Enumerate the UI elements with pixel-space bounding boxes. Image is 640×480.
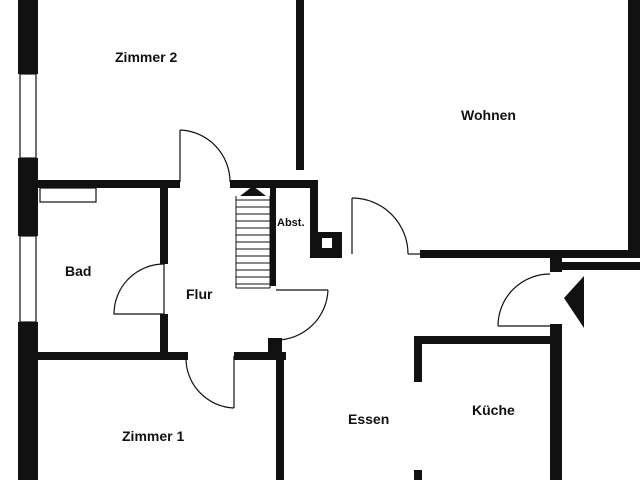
window-bad bbox=[19, 235, 37, 323]
window-zimmer2 bbox=[19, 73, 37, 159]
wall-kueche-left bbox=[414, 336, 422, 382]
wall-left-upper bbox=[18, 0, 38, 74]
chimney-inner bbox=[322, 238, 332, 248]
wall-kueche-left-low bbox=[414, 470, 422, 480]
wall-zimmer1-top-right bbox=[234, 352, 286, 360]
wall-wohnen-bottom bbox=[420, 250, 640, 258]
wall-left-lower bbox=[18, 322, 38, 480]
door-wohnen bbox=[351, 197, 420, 255]
wall-bad-right bbox=[160, 188, 168, 264]
wall-kueche-top bbox=[414, 336, 550, 344]
door-bad bbox=[113, 263, 165, 315]
wall-bad-right-lower bbox=[160, 314, 168, 358]
door-zimmer2 bbox=[179, 129, 231, 183]
door-flur-right bbox=[275, 289, 329, 341]
door-zimmer1 bbox=[185, 355, 235, 409]
label-bad: Bad bbox=[65, 263, 91, 279]
stair-arrow-icon bbox=[240, 186, 266, 196]
label-essen: Essen bbox=[348, 411, 389, 427]
wall-right-wohnen bbox=[628, 0, 640, 258]
label-flur: Flur bbox=[186, 286, 213, 302]
wall-zimmer2-wohnen bbox=[296, 0, 304, 170]
wall-wohnen-left-lower bbox=[310, 180, 318, 258]
wall-zimmer2-bottom-right bbox=[230, 180, 318, 188]
label-wohnen: Wohnen bbox=[461, 107, 516, 123]
staircase bbox=[235, 186, 271, 289]
wall-entry-top bbox=[562, 262, 640, 270]
entrance-arrow-icon bbox=[564, 276, 584, 328]
wall-left-mid bbox=[18, 158, 38, 236]
label-zimmer2: Zimmer 2 bbox=[115, 49, 177, 65]
wall-bad-bottom bbox=[38, 352, 188, 360]
wall-zimmer2-bottom-left bbox=[38, 180, 180, 188]
door-entry bbox=[497, 273, 551, 327]
label-zimmer1: Zimmer 1 bbox=[122, 428, 184, 444]
bad-fixture bbox=[39, 187, 97, 203]
wall-kueche-right bbox=[550, 324, 562, 480]
wall-flur-stair-right bbox=[270, 188, 276, 286]
wall-flur-stub bbox=[268, 338, 282, 352]
wall-zimmer1-right bbox=[276, 352, 284, 480]
wall-entry-left bbox=[550, 258, 562, 272]
label-abst: Abst. bbox=[277, 217, 305, 229]
label-kueche: Küche bbox=[472, 402, 515, 418]
